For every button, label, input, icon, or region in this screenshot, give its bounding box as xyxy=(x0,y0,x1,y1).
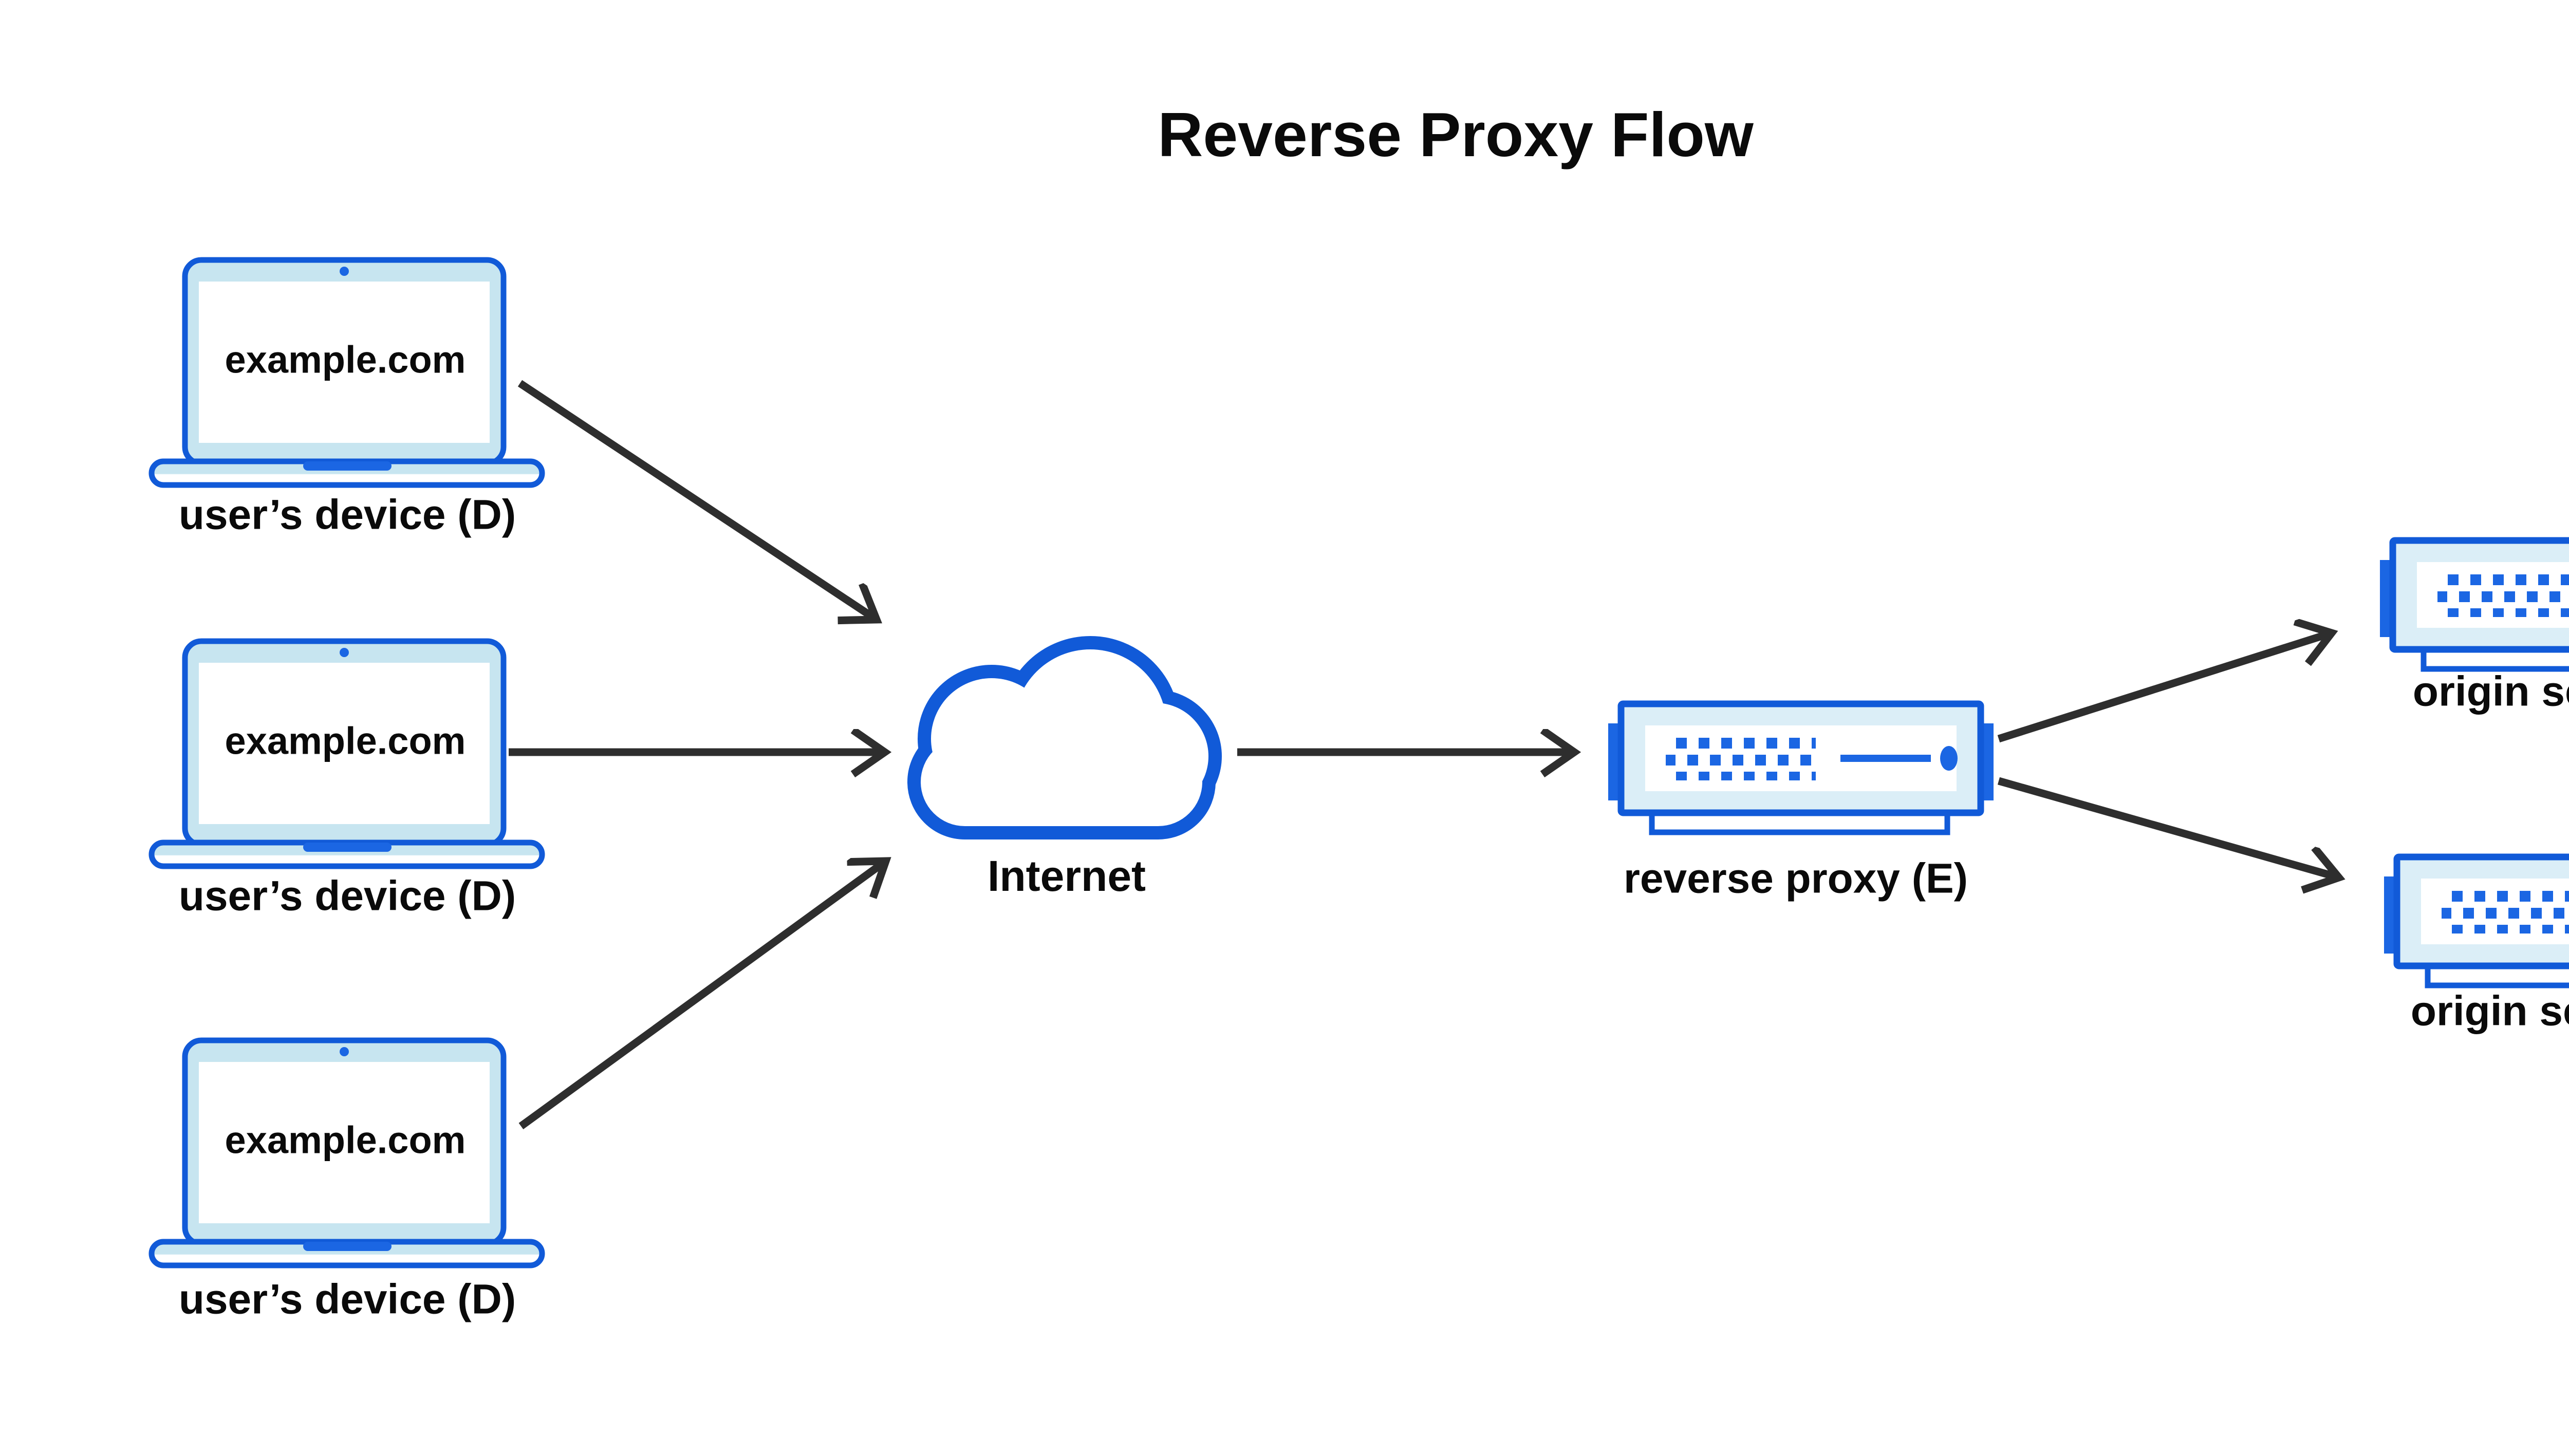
origin-server1-label: origin server (F) xyxy=(2413,668,2569,715)
arrow-device3-to-internet xyxy=(518,861,886,1130)
origin-server2-label: origin server (F) xyxy=(2411,988,2569,1035)
node-user-device-2: example.com user’s device (D) xyxy=(152,641,542,920)
arrow-proxy-to-origin1 xyxy=(1997,633,2332,743)
node-user-device-1: example.com user’s device (D) xyxy=(152,260,542,538)
node-origin-server-1: origin server (F) xyxy=(2380,540,2569,715)
device2-screen-url: example.com xyxy=(225,720,466,762)
cloud-icon xyxy=(907,636,1222,839)
device3-label: user’s device (D) xyxy=(179,1276,516,1323)
server-icon xyxy=(2384,857,2569,985)
node-user-device-3: example.com user’s device (D) xyxy=(152,1040,542,1323)
node-reverse-proxy: reverse proxy (E) xyxy=(1608,704,1994,902)
device3-screen-url: example.com xyxy=(225,1119,466,1162)
server-icon xyxy=(1608,704,1994,832)
arrow-proxy-to-origin2 xyxy=(1997,777,2339,878)
device1-screen-url: example.com xyxy=(225,339,466,381)
internet-label: Internet xyxy=(988,852,1146,900)
server-icon xyxy=(2380,540,2569,669)
node-origin-server-2: origin server (F) xyxy=(2384,857,2569,1035)
device1-label: user’s device (D) xyxy=(179,492,516,538)
device2-label: user’s device (D) xyxy=(179,873,516,920)
reverse-proxy-label: reverse proxy (E) xyxy=(1624,855,1968,902)
flow-arrows xyxy=(509,380,2339,1130)
page-title: Reverse Proxy Flow xyxy=(1158,100,1754,170)
arrow-device1-to-internet xyxy=(517,380,877,620)
node-internet: Internet xyxy=(907,636,1222,900)
